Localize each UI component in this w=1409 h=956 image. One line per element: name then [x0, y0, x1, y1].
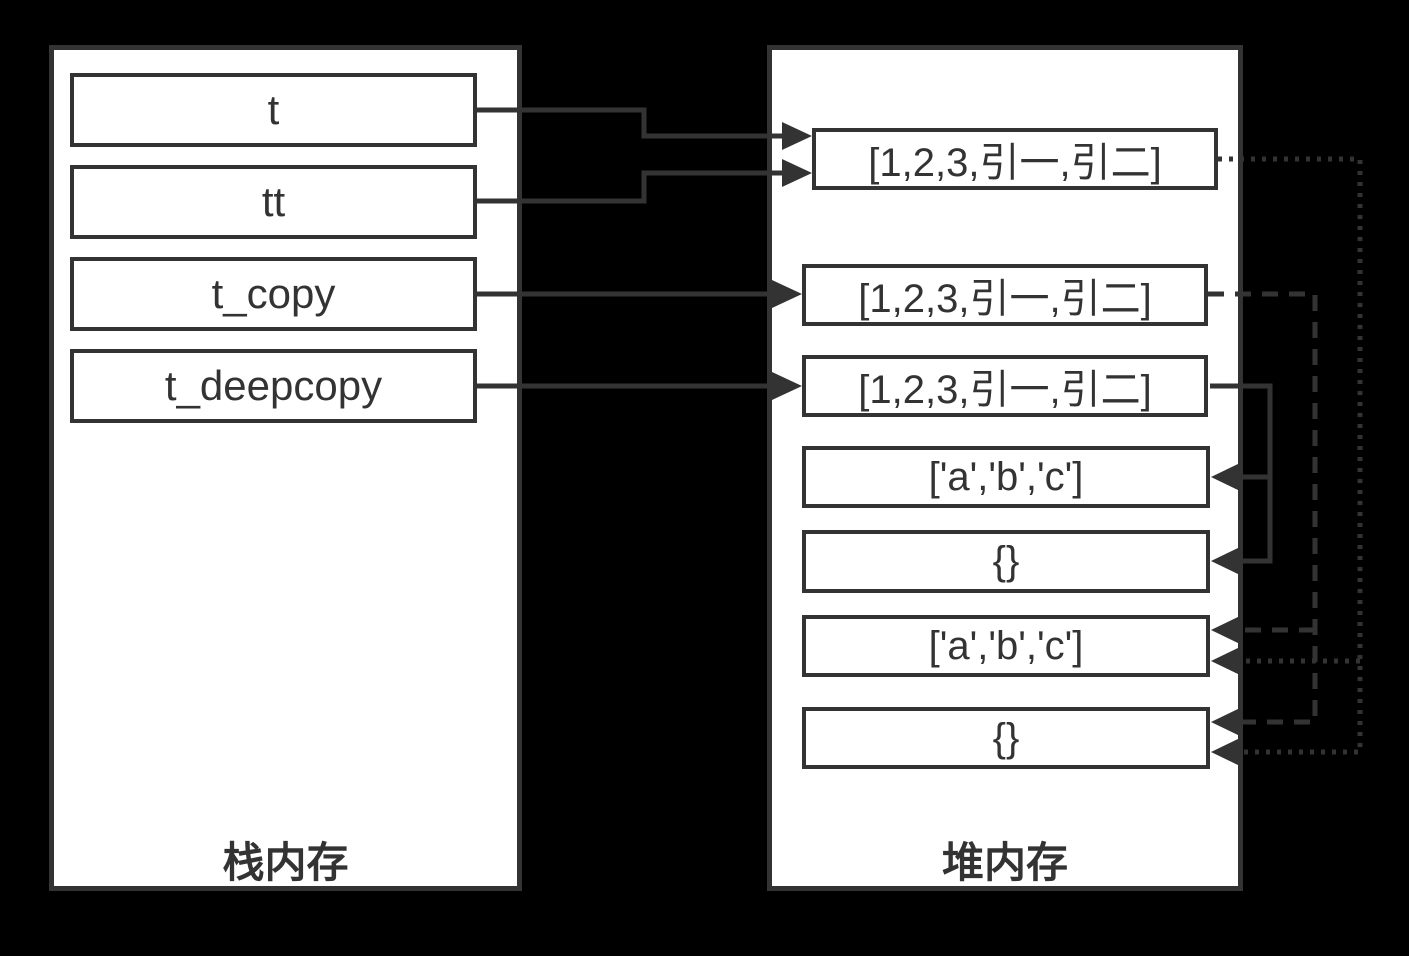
heap-inner-dict-deepcopy: {} — [802, 530, 1210, 593]
heap-list-t-deepcopy: [1,2,3,引一,引二] — [802, 355, 1208, 417]
heap-panel-label: 堆内存 — [941, 839, 1068, 886]
edge-t-deepcopy-to-list — [477, 372, 802, 400]
heap-inner-list-shared: ['a','b','c'] — [802, 615, 1210, 677]
heap-list-t-copy: [1,2,3,引一,引二] — [802, 264, 1208, 326]
stack-var-tt: tt — [70, 165, 477, 239]
heap-inner-dict-shared: {} — [802, 707, 1210, 769]
stack-var-t-copy: t_copy — [70, 257, 477, 331]
heap-inner-list-deepcopy: ['a','b','c'] — [802, 446, 1210, 508]
stack-var-t-deepcopy: t_deepcopy — [70, 349, 477, 423]
edge-t-to-list — [477, 107, 812, 150]
stack-var-t: t — [70, 73, 477, 147]
heap-list-t-tt: [1,2,3,引一,引二] — [812, 128, 1218, 190]
stack-panel-label: 栈内存 — [222, 839, 349, 886]
edge-tt-to-list — [477, 159, 812, 204]
edge-t-copy-to-list — [477, 280, 802, 308]
